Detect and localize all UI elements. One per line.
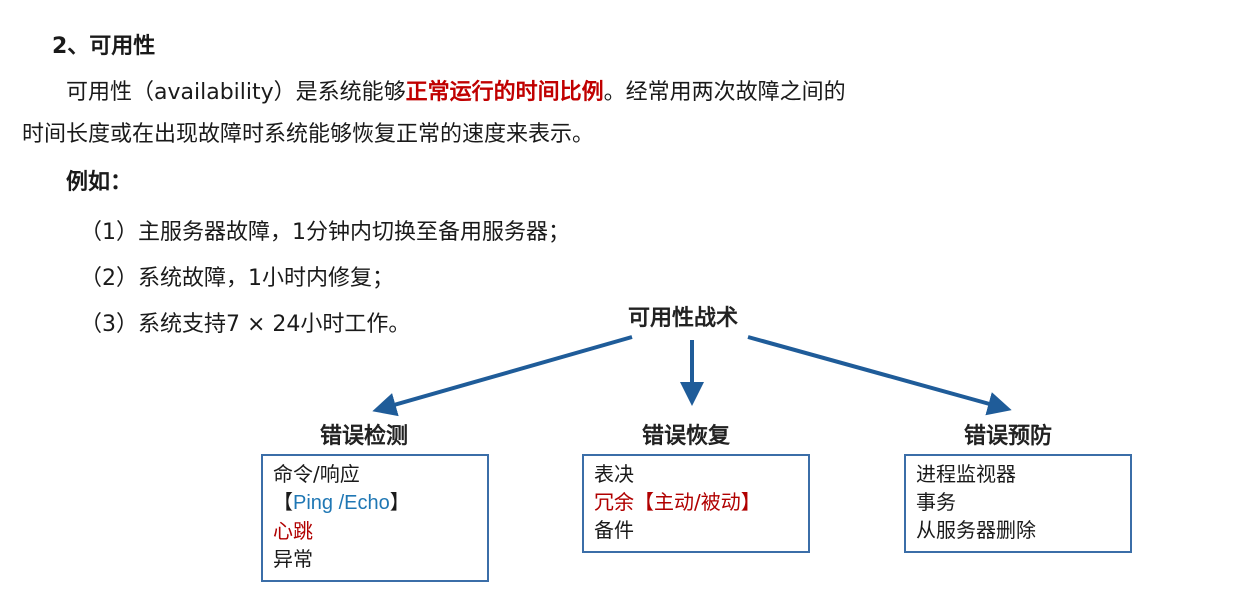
detection-box: 命令/响应 【Ping /Echo】 心跳 异常 [261, 454, 489, 582]
section-heading: 2、可用性 [52, 34, 156, 59]
highlight-text: 正常运行的时间比例 [405, 80, 604, 105]
prevention-item: 事务 [916, 490, 956, 514]
detection-item: 命令/响应 [273, 462, 360, 486]
prevention-item: 进程监视器 [916, 462, 1016, 486]
definition-text: 可用性（availability）是系统能够 [66, 80, 406, 105]
branch-title-prevention: 错误预防 [964, 424, 1053, 449]
recovery-item: 冗余【主动/被动】 [594, 490, 761, 514]
definition-paragraph-line1: 可用性（availability）是系统能够正常运行的时间比例。经常用两次故障之… [66, 74, 846, 106]
detection-item: 【Ping /Echo】 [273, 488, 477, 517]
arrow-to-prevention [747, 335, 1012, 416]
recovery-box: 表决 冗余【主动/被动】 备件 [582, 454, 810, 553]
detection-item: 心跳 [273, 519, 313, 543]
bracket-close: 】 [389, 490, 410, 514]
example-item: （1）主服务器故障，1分钟内切换至备用服务器； [80, 220, 570, 245]
arrow-to-detection [372, 335, 633, 417]
bracket-open: 【 [273, 490, 293, 514]
recovery-item: 备件 [594, 518, 634, 542]
branch-title-recovery: 错误恢复 [642, 424, 731, 449]
prevention-box: 进程监视器 事务 从服务器删除 [904, 454, 1132, 553]
prevention-item: 从服务器删除 [916, 518, 1036, 542]
definition-paragraph-line2: 时间长度或在出现故障时系统能够恢复正常的速度来表示。 [22, 122, 595, 147]
recovery-item: 表决 [594, 462, 634, 486]
diagram-root-title: 可用性战术 [628, 306, 739, 331]
ping-echo-text: Ping /Echo [293, 492, 390, 514]
definition-text-cont: 。经常用两次故障之间的 [603, 80, 846, 105]
detection-item: 异常 [273, 547, 313, 571]
example-item: （3）系统支持7 × 24小时工作。 [80, 312, 411, 337]
example-item: （2）系统故障，1小时内修复； [80, 266, 394, 291]
branch-title-detection: 错误检测 [320, 424, 409, 449]
example-label: 例如： [66, 170, 133, 195]
